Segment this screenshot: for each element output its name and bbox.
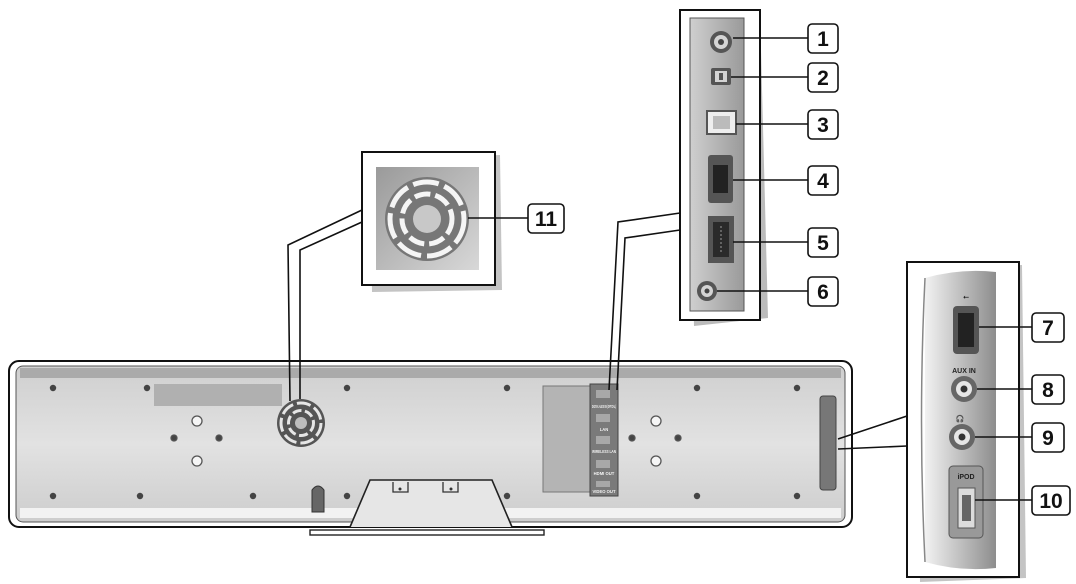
callout-8: 8	[1042, 379, 1054, 402]
callout-2: 2	[817, 67, 829, 90]
connector-recess	[542, 385, 594, 493]
rear-label-wireless-lan: WIRELESS LAN	[592, 449, 616, 454]
fan-zoom-line-left	[287, 209, 363, 402]
callout-7: 7	[1042, 317, 1054, 340]
callout-9: 9	[1042, 427, 1054, 450]
aux-in-jack	[951, 376, 977, 402]
port-wireless-lan	[708, 155, 733, 203]
main-unit-rear: DIGITAL AUDIO IN (OPTICAL) LAN WIRELESS …	[8, 360, 853, 536]
port-coax-bottom	[697, 281, 717, 301]
callout-4: 4	[817, 170, 829, 193]
port-hdmi	[708, 216, 734, 263]
ipod-label: iPOD	[957, 474, 974, 481]
usb-symbol: ⭠	[963, 294, 969, 301]
rear-label-video-out: VIDEO OUT	[592, 489, 615, 494]
side-detail-edge	[920, 277, 926, 563]
port-lan	[706, 110, 737, 135]
callout-6: 6	[817, 281, 829, 304]
stand-clips	[392, 482, 459, 493]
rear-label-hdmi-out: HDMI OUT	[594, 471, 615, 476]
strip-zoom-line-left	[608, 212, 681, 391]
callout-3: 3	[817, 114, 829, 137]
strip-zoom-line-right	[616, 229, 681, 391]
fan-zoom-line-right	[299, 221, 363, 399]
aux-in-label: AUX IN	[952, 368, 976, 375]
headphone-symbol: 🎧	[956, 414, 965, 423]
side-usb-port	[953, 306, 979, 354]
ipod-port	[948, 465, 984, 539]
port-optical	[711, 68, 731, 85]
side-zoom-line-bottom	[837, 445, 908, 450]
connector-strip	[589, 383, 619, 497]
rear-label-digital-audio-in: DIGITAL AUDIO IN (OPTICAL)	[592, 404, 616, 409]
headphone-jack	[949, 424, 975, 450]
screws	[49, 384, 801, 500]
side-zoom-line-top	[837, 415, 908, 440]
connector-strip-ports	[596, 390, 610, 487]
callout-11: 11	[535, 208, 558, 231]
rear-label-lan: LAN	[600, 427, 609, 432]
callout-5: 5	[817, 232, 829, 255]
cable-hook	[311, 485, 325, 513]
label-plate	[154, 384, 282, 406]
side-jack-detail: ⭠ AUX IN 🎧 iPOD	[906, 261, 1026, 582]
port-coax-top	[710, 31, 732, 53]
callout-1: 1	[817, 28, 829, 51]
callout-10: 10	[1039, 490, 1062, 513]
callout-boxes	[527, 23, 1071, 516]
body-fan	[277, 399, 325, 447]
rear-connector-detail	[679, 9, 768, 326]
main-unit-top-edge	[20, 368, 841, 378]
mount-studs-right	[628, 415, 682, 467]
stand-base	[309, 529, 545, 536]
fan-detail	[361, 151, 502, 292]
mount-studs-left	[170, 415, 223, 467]
leader-lines	[287, 37, 1032, 501]
stand	[349, 479, 513, 528]
side-jack-recess	[819, 395, 837, 491]
